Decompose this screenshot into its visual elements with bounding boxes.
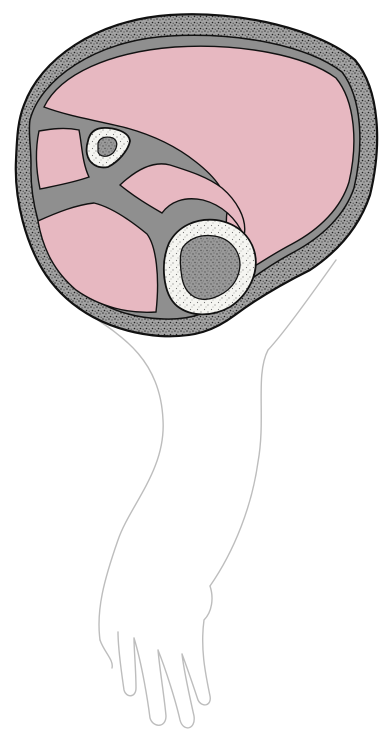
foot-toe-outline (100, 586, 212, 728)
cross-section (16, 14, 377, 336)
leg-left-contour (68, 300, 163, 640)
